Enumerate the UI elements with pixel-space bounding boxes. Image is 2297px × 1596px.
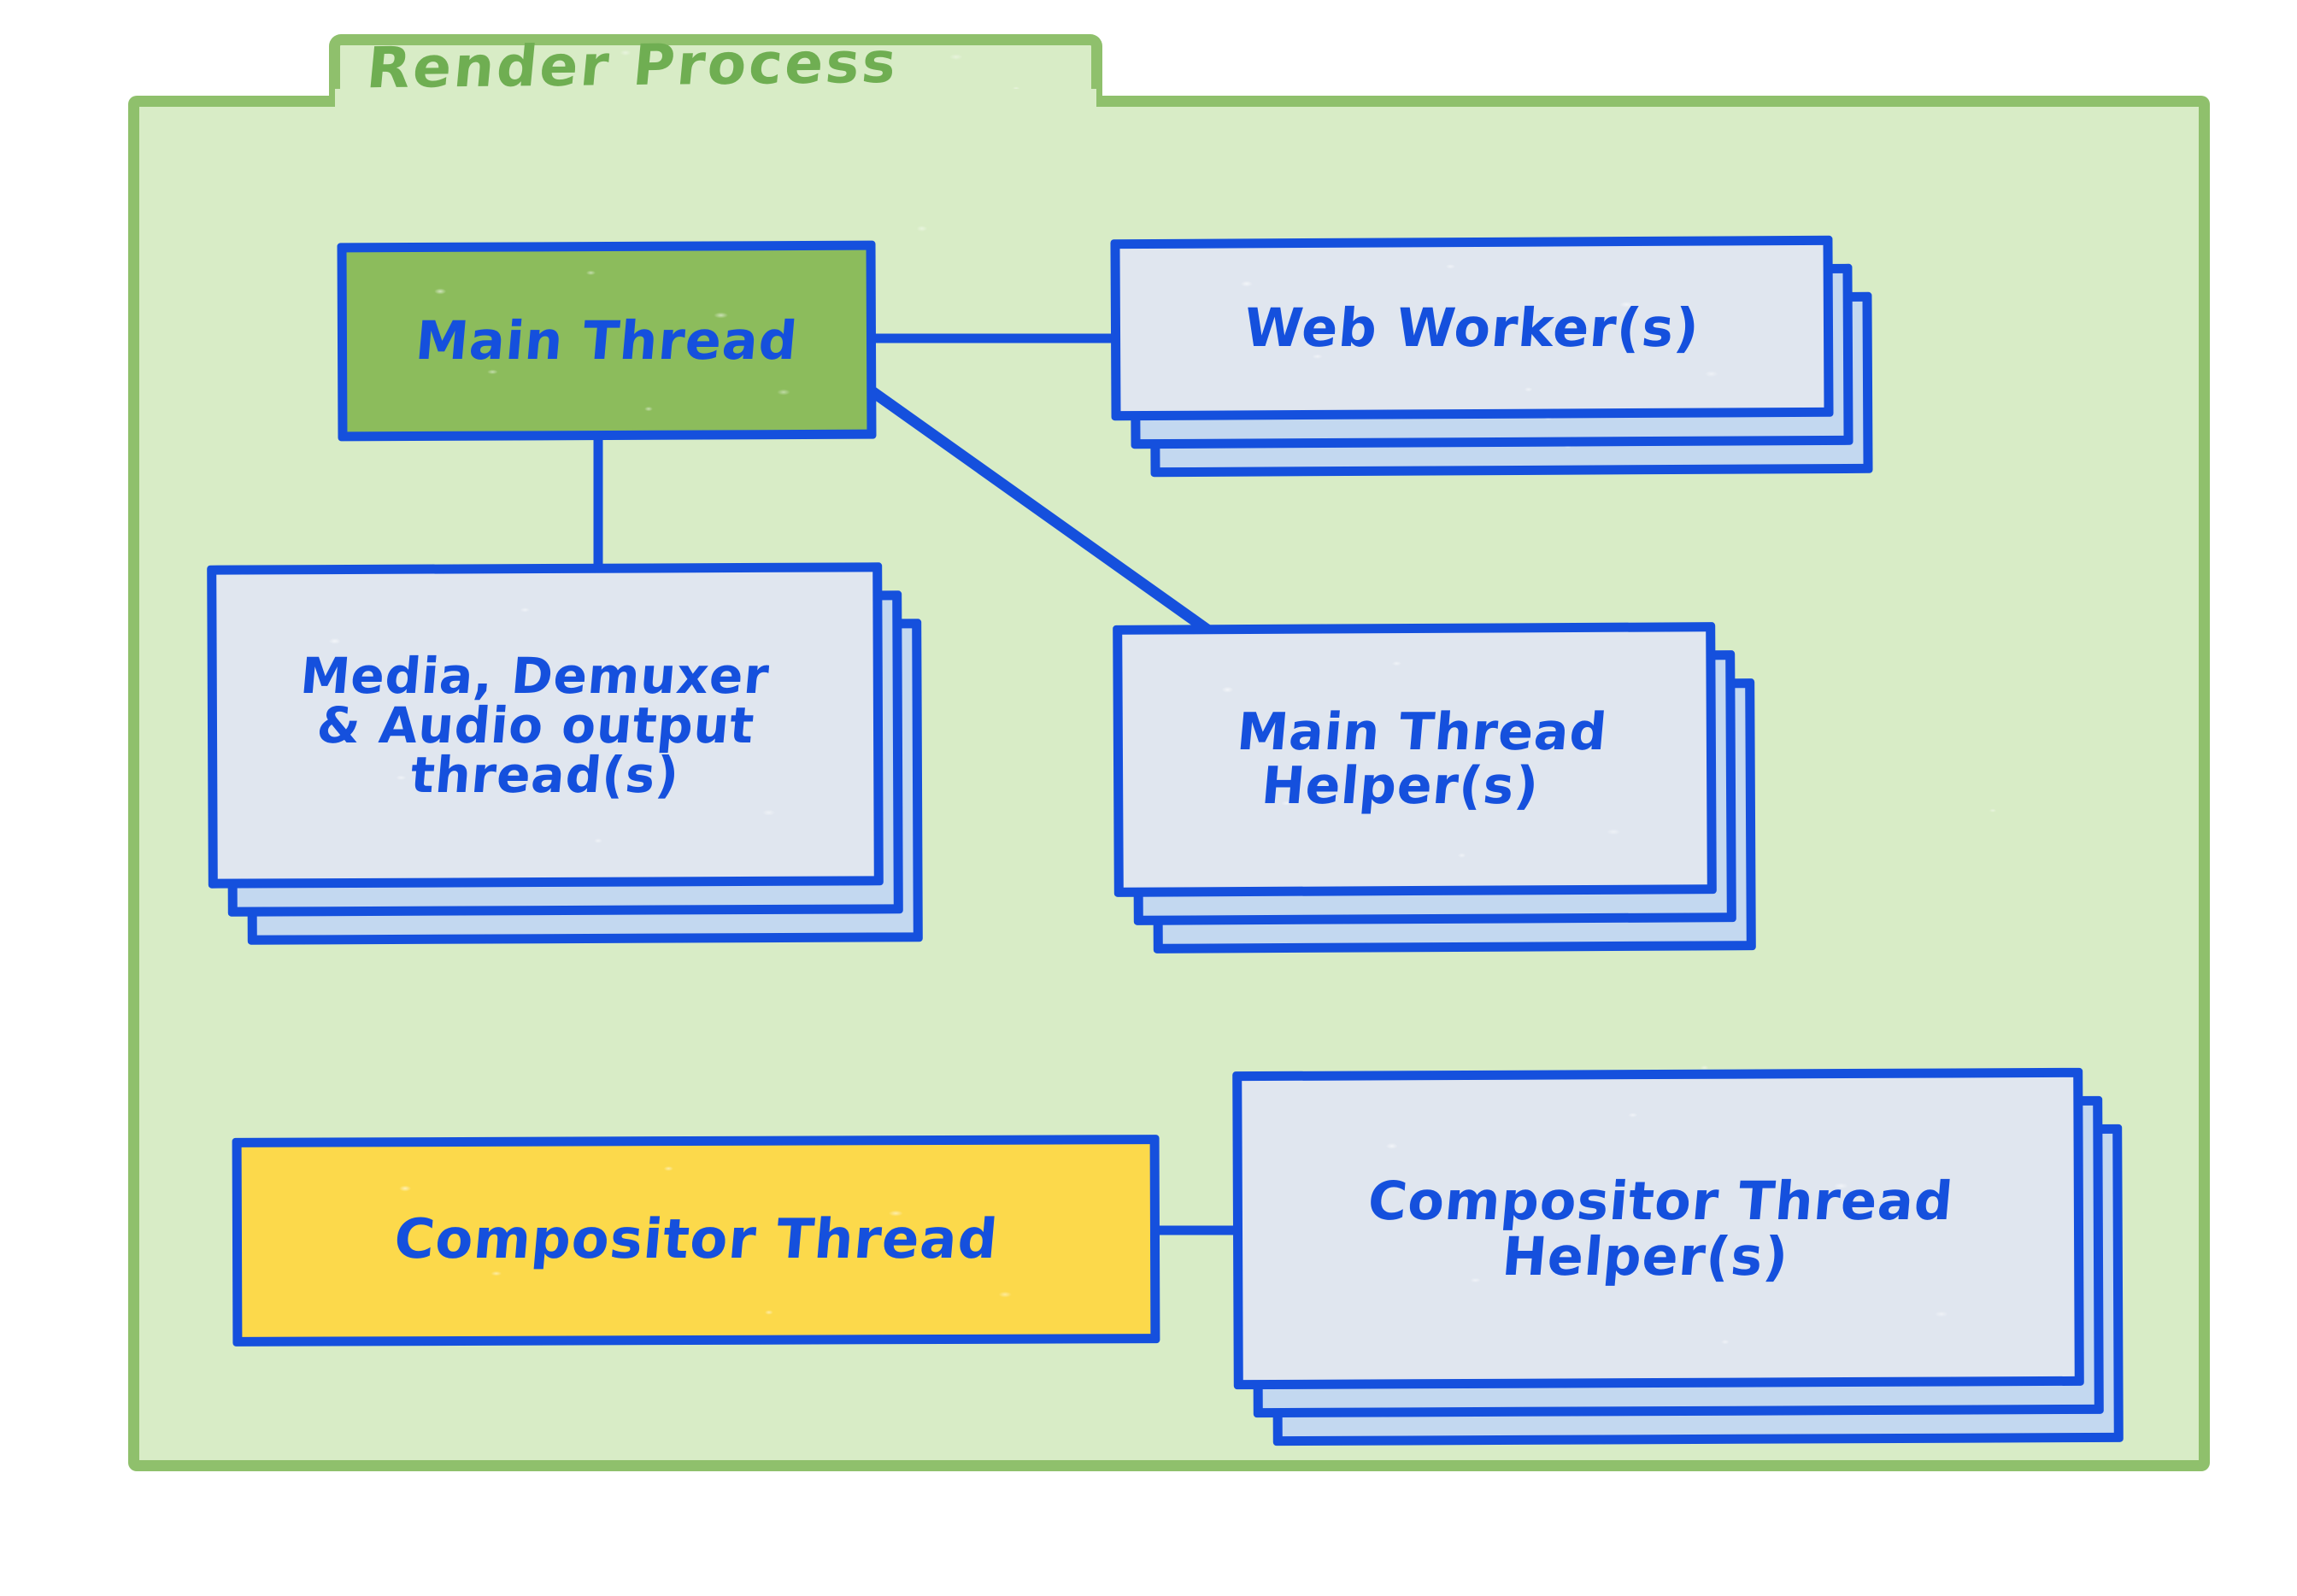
compositor-thread-helper-line-1: Compositor Thread bbox=[1365, 1169, 1956, 1232]
node-media-thread[interactable]: Media, Demuxer & Audio output thread(s) bbox=[207, 562, 943, 948]
media-thread-line-1: Media, Demuxer bbox=[297, 647, 773, 705]
web-worker-label: Web Worker(s) bbox=[1242, 296, 1702, 360]
compositor-thread-helper-line-2: Helper(s) bbox=[1500, 1225, 1792, 1288]
main-thread-helper-line-1: Main Thread bbox=[1234, 702, 1610, 762]
node-main-thread-helper[interactable]: Main Thread Helper(s) bbox=[1113, 622, 1771, 957]
media-thread-line-2: & Audio output bbox=[314, 696, 757, 754]
page-title: Render Process bbox=[364, 29, 902, 102]
compositor-thread-label: Compositor Thread bbox=[391, 1208, 1001, 1272]
node-web-worker[interactable]: Web Worker(s) bbox=[1110, 235, 1873, 478]
compositor-thread-helper-label: Compositor Thread Helper(s) bbox=[1219, 1070, 2098, 1388]
main-thread-label: Main Thread bbox=[413, 309, 801, 373]
main-thread-helper-label: Main Thread Helper(s) bbox=[1102, 624, 1728, 895]
main-thread-helper-line-2: Helper(s) bbox=[1259, 756, 1542, 816]
node-main-thread[interactable]: Main Thread bbox=[337, 240, 877, 442]
media-thread-line-3: thread(s) bbox=[408, 746, 682, 804]
media-thread-label: Media, Demuxer & Audio output thread(s) bbox=[193, 564, 896, 887]
node-compositor-thread-helper[interactable]: Compositor Thread Helper(s) bbox=[1232, 1067, 2139, 1446]
node-compositor-thread[interactable]: Compositor Thread bbox=[232, 1135, 1160, 1347]
tab-seam bbox=[335, 89, 1096, 111]
